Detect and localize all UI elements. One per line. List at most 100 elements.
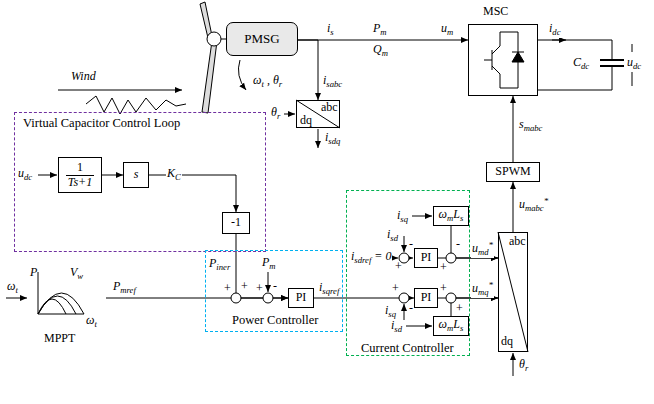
dc-link [552,40,566,41]
signal-name: isabc [322,74,343,90]
signal-wire [296,100,340,128]
text-part: sabc [326,79,342,89]
text-part: s [460,213,463,223]
generator-body: PMSG [226,22,298,56]
dc-link [600,65,624,67]
text-part: ω [253,73,261,87]
dc-link [600,59,624,61]
signal-wire [38,175,57,176]
signal-wire [284,114,295,115]
signal-name: idc [548,22,562,38]
block-text: Vw [70,266,83,282]
text-part: r [277,111,280,121]
text-part: sq [400,214,408,224]
signal-name: isdq [324,131,341,147]
signal-wire [412,216,432,217]
signal-name: isq [384,304,397,320]
text-part: sq [388,309,396,319]
block-box: MSC [468,24,538,96]
sign-mark: + [439,261,448,275]
block-text: ωmLs [439,208,464,224]
signal-wire [513,353,514,376]
summing-junction [446,253,456,263]
block-box: SPWM [486,162,540,182]
signal-connector [513,182,514,232]
text-part: r [525,363,528,373]
text-part: s [330,27,333,37]
block-box: 1Ts+1 [58,157,102,193]
converter-switch [518,62,519,88]
text-part: i [387,227,390,241]
text-part: i [385,303,388,317]
block-text: s [134,168,139,182]
signal-connector [451,226,498,258]
sign-mark: + [455,302,464,316]
signal-name: Piner [208,257,231,273]
text-part: θ [271,105,277,119]
turbine [238,60,246,90]
text-part: dc [552,27,560,37]
text-part: P [113,279,120,293]
signal-name: udc [626,56,642,72]
text-part: u [472,241,478,255]
text-part: mref [120,285,136,295]
text-part: C [573,55,581,69]
block-text: dq [300,114,312,128]
block-box: PI [288,288,314,308]
sign-mark: + [439,282,448,296]
sign-mark: + [391,282,400,296]
signal-name: um [440,22,454,38]
text-part: m [382,48,388,58]
signal-name: Qm [372,43,389,59]
text-part: m [447,213,453,223]
text-part: i [549,21,552,35]
text-part: u [627,55,633,69]
converter-switch [500,32,518,33]
dc-link [632,44,633,52]
signal-wire [6,298,27,299]
text-part: w [77,271,83,281]
signal-name: umq* [471,280,494,298]
block-box: PI [414,288,438,308]
signal-connector [149,175,236,212]
block-text: dq [501,335,513,349]
text-part: dc [581,61,589,71]
text-part: mq [478,287,489,297]
text-part: r [279,79,282,89]
signal-connector [298,40,468,41]
text-part: u [18,166,24,180]
text-part: P [373,21,380,35]
signal-name: ωt , θr [252,74,283,90]
text-part: m [380,27,386,37]
block-box: abcdq [498,232,528,352]
text-part: C [175,172,181,182]
text-part: * [489,240,494,250]
text-part: * [544,196,549,206]
signal-name: Pm [372,22,388,38]
block-box: -1 [222,212,250,234]
block-text: SPWM [495,165,530,179]
summing-junction [263,293,273,303]
sign-mark: - [455,238,461,252]
converter-switch [484,60,492,61]
signal-name: Cdc [572,56,590,72]
block-text: ωt [86,314,97,330]
region-title: Virtual Capacitor Control Loop [23,116,180,130]
text-part: s [460,323,463,333]
text-part: ω [439,317,447,331]
text-part: i [323,73,326,87]
text-part: i [397,208,400,222]
sign-mark: + [394,260,403,274]
text-part: sqref [322,286,339,296]
text-part: P [209,256,216,270]
signal-name: isqref [318,281,340,297]
converter-switch [500,88,518,89]
summing-junction [446,293,456,303]
text-part: i [391,318,394,332]
signal-name: Wind [70,70,97,84]
text-part: iner [216,262,230,272]
signal-name: umd* [471,240,494,258]
